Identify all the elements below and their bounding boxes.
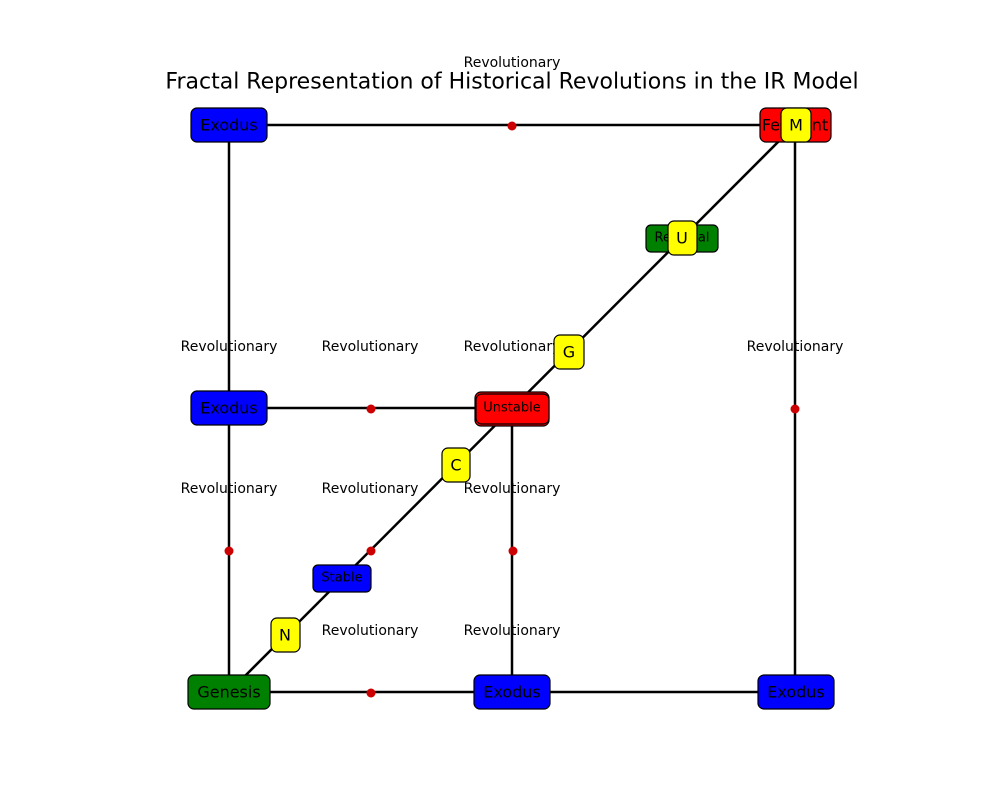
edge-label: Revolutionary xyxy=(747,339,844,355)
edge-label: Revolutionary xyxy=(464,339,561,355)
midpoint-dot xyxy=(507,121,517,131)
diagram-title: Fractal Representation of Historical Rev… xyxy=(165,70,858,95)
midpoint-dot xyxy=(366,546,376,556)
midpoint-dot xyxy=(790,404,800,414)
edge-label: Revolutionary xyxy=(322,623,419,639)
midpoint-dot xyxy=(366,404,376,414)
svg-text:Exodus: Exodus xyxy=(767,683,825,702)
edge-label: Revolutionary xyxy=(181,339,278,355)
edge-label: Revolutionary xyxy=(464,481,561,497)
node-exodus-top-left: Exodus xyxy=(190,107,268,143)
node-exodus-mid-left: Exodus xyxy=(190,390,268,426)
midpoint-dot xyxy=(224,546,234,556)
edge-label: Revolutionary xyxy=(181,481,278,497)
letter-markers: M U G C N xyxy=(270,107,812,653)
top-edge-label: Revolutionary xyxy=(464,55,561,71)
node-unstable: Unstable xyxy=(474,391,550,427)
letter-marker-n: N xyxy=(270,617,301,653)
svg-text:U: U xyxy=(676,229,688,248)
midpoint-dot xyxy=(508,546,518,556)
svg-text:Exodus: Exodus xyxy=(483,683,541,702)
svg-text:Stable: Stable xyxy=(321,571,362,586)
node-exodus-bottom-right: Exodus xyxy=(757,674,835,710)
midpoint-dot xyxy=(366,688,376,698)
node-stable: Stable xyxy=(312,564,372,593)
svg-text:Genesis: Genesis xyxy=(197,683,260,702)
letter-marker-u: U xyxy=(667,220,698,256)
edge-label: Revolutionary xyxy=(464,623,561,639)
svg-text:Exodus: Exodus xyxy=(200,116,258,135)
svg-text:Exodus: Exodus xyxy=(200,399,258,418)
edge-label: Revolutionary xyxy=(322,481,419,497)
letter-marker-c: C xyxy=(441,447,471,483)
midpoints xyxy=(224,121,800,698)
node-exodus-bottom-mid: Exodus xyxy=(473,674,551,710)
svg-text:C: C xyxy=(450,456,461,475)
svg-text:N: N xyxy=(279,626,291,645)
svg-text:G: G xyxy=(563,343,575,362)
svg-text:M: M xyxy=(789,116,803,135)
svg-text:Unstable: Unstable xyxy=(483,401,540,416)
letter-marker-m: M xyxy=(780,107,812,143)
letter-marker-g: G xyxy=(553,334,585,370)
node-genesis: Genesis xyxy=(187,674,271,710)
edge-labels: Revolutionary Revolutionary Revolutionar… xyxy=(181,339,844,639)
edge-label: Revolutionary xyxy=(322,339,419,355)
